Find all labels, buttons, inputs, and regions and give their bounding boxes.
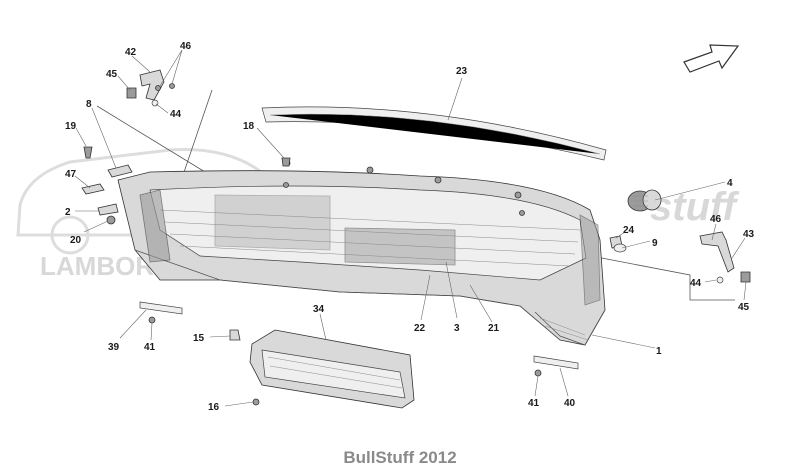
callout-8: 8: [86, 99, 92, 110]
callout-21: 21: [488, 323, 500, 334]
part-18-clip: [281, 157, 291, 167]
part-19-screw: [83, 146, 93, 159]
leader-lines: [74, 49, 747, 407]
callout-16: 16: [208, 402, 220, 413]
callout-19: 19: [65, 121, 77, 132]
callout-45-top: 45: [106, 69, 118, 80]
part-20-nut: [106, 215, 116, 225]
callout-4: 4: [727, 178, 733, 189]
part-46-screw-top-a: [155, 85, 161, 91]
part-45-clip-top: [126, 87, 137, 99]
footer-credit: BullStuff 2012: [343, 448, 457, 467]
part-8-bracket: [107, 164, 133, 178]
callout-46-right: 46: [710, 214, 722, 225]
part-39-strip-left: [139, 301, 183, 315]
part-34-lower-panel: [249, 329, 415, 409]
callout-43: 43: [743, 229, 755, 240]
callout-24: 24: [623, 225, 635, 236]
part-9-cap: [613, 243, 627, 253]
part-42-bracket: [139, 69, 165, 101]
callout-41-right: 41: [528, 398, 540, 409]
part-4-coil: [627, 189, 662, 212]
part-15-clip: [229, 329, 241, 341]
part-47-plate: [81, 183, 105, 195]
callout-18: 18: [243, 121, 255, 132]
part-1-bumper-body: [117, 170, 606, 346]
callout-labels: 42 46 45 44 8 19 47 2 20 18 23 4 24 9 46…: [65, 41, 755, 413]
callout-47: 47: [65, 169, 77, 180]
part-45-clip-right: [740, 271, 751, 283]
callout-9: 9: [652, 238, 658, 249]
callout-22: 22: [414, 323, 426, 334]
part-44-washer-right: [716, 276, 724, 284]
part-40-strip-right: [533, 355, 579, 370]
part-2-clip: [97, 203, 119, 216]
callout-39: 39: [108, 342, 120, 353]
assembly-outline-right: [559, 249, 735, 301]
callout-42: 42: [125, 47, 137, 58]
callout-40: 40: [564, 398, 576, 409]
callout-23: 23: [456, 66, 468, 77]
part-23-top-strip-shade: [269, 113, 601, 155]
callout-45-right: 45: [738, 302, 750, 313]
callout-3: 3: [454, 323, 460, 334]
callout-41-left: 41: [144, 342, 156, 353]
callout-46-top: 46: [180, 41, 192, 52]
part-46-screw-top-b: [169, 83, 175, 89]
part-41-nut-left: [148, 316, 156, 324]
watermark-stuff: stuff: [650, 185, 740, 229]
part-41-nut-right: [534, 369, 542, 377]
callout-34: 34: [313, 304, 325, 315]
watermark-wheel-front: [50, 215, 90, 255]
callout-20: 20: [70, 235, 82, 246]
callout-2: 2: [65, 207, 71, 218]
part-16-screw: [252, 398, 260, 406]
callout-44-top: 44: [170, 109, 182, 120]
callout-1: 1: [656, 346, 662, 357]
part-46-bracket-right: [699, 231, 735, 273]
arrow-up-right-icon: [683, 44, 740, 73]
callout-44-right: 44: [690, 278, 702, 289]
callout-15: 15: [193, 333, 205, 344]
